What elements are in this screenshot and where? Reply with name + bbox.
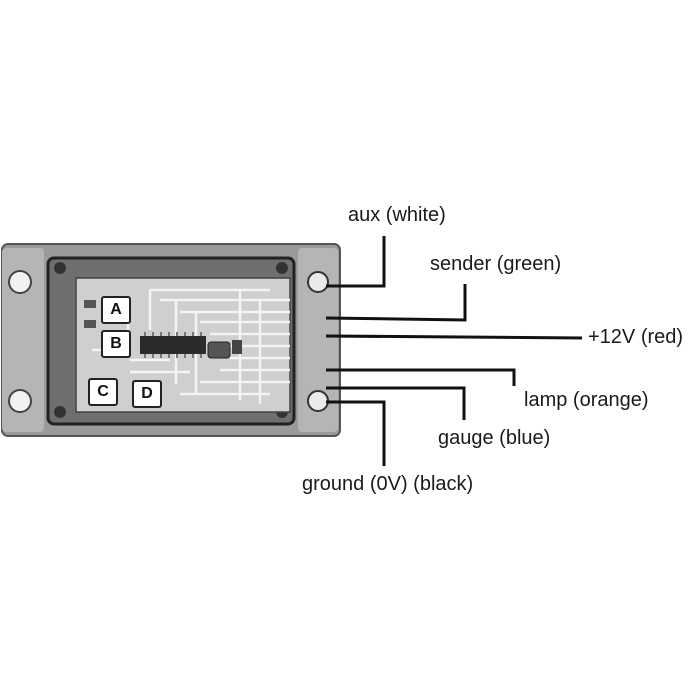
component-small (84, 300, 96, 308)
ic-pins (144, 332, 202, 358)
cavity-screw-3 (54, 406, 66, 418)
wire-gauge (326, 386, 466, 420)
board-label-c: C (88, 378, 118, 406)
wire-lamp (326, 368, 516, 386)
wire-ground (326, 400, 386, 466)
mounting-hole-bottom-left (8, 389, 32, 413)
wire-aux (326, 236, 386, 288)
cavity-screw-1 (54, 262, 66, 274)
wire-power (325, 334, 583, 340)
label-lamp: lamp (orange) (524, 389, 649, 411)
board-label-b: B (101, 330, 131, 358)
label-sender: sender (green) (430, 253, 562, 275)
resistor (232, 340, 242, 354)
label-ground: ground (0V) (black) (302, 473, 474, 495)
wire-lines (325, 236, 583, 466)
mounting-hole-top-right (307, 271, 329, 293)
board-label-d: D (132, 380, 162, 408)
board-label-a: A (101, 296, 131, 324)
label-gauge: gauge (blue) (438, 427, 551, 449)
capacitor (207, 341, 231, 359)
wire-sender (325, 284, 467, 322)
mounting-hole-top-left (8, 270, 32, 294)
label-aux: aux (white) (348, 204, 446, 226)
cavity-screw-2 (276, 262, 288, 274)
ic-chip (140, 336, 206, 354)
label-power: +12V (red) (588, 326, 684, 348)
mounting-hole-bottom-right (307, 390, 329, 412)
component-small-2 (84, 320, 96, 328)
enclosure-flange-right (298, 248, 338, 432)
enclosure-flange-left (2, 248, 44, 432)
